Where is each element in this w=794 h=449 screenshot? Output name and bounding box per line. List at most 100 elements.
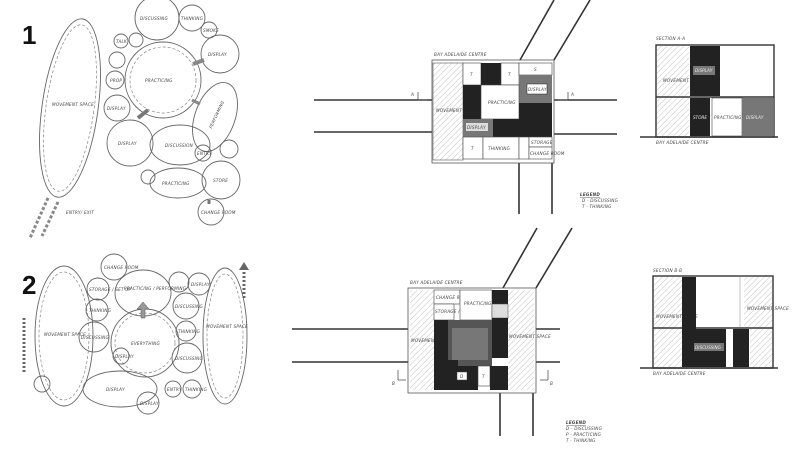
- svg-text:DISPLAY: DISPLAY: [695, 68, 713, 73]
- svg-text:PRACTICING: PRACTICING: [145, 78, 173, 83]
- svg-text:T - THINKING: T - THINKING: [582, 204, 612, 209]
- plan-title: BAY ADELAIDE CENTRE: [434, 52, 487, 57]
- bubble-display-right: [187, 272, 211, 296]
- bubble-display-low: [82, 370, 158, 408]
- svg-text:SMOKE: SMOKE: [203, 28, 219, 33]
- svg-text:THINKING: THINKING: [89, 308, 112, 313]
- svg-text:BAY ADELAIDE CENTRE: BAY ADELAIDE CENTRE: [653, 371, 706, 376]
- svg-text:D - DISCUSSING: D - DISCUSSING: [582, 198, 619, 203]
- bubble-thinking-right: [175, 320, 197, 342]
- bubble-entry: [194, 144, 212, 162]
- bubble-storage: [86, 277, 110, 301]
- svg-text:A: A: [410, 92, 414, 97]
- bubble-thinking: [85, 298, 109, 322]
- svg-text:MOVEMENT SPACE: MOVEMENT SPACE: [509, 334, 551, 339]
- label-movement: MOVEMENT SPACE: [52, 102, 94, 107]
- svg-text:T: T: [470, 72, 473, 77]
- label-entry-exit: ENTRY/ EXIT: [66, 210, 94, 215]
- svg-text:ENTRY: ENTRY: [197, 151, 212, 156]
- bubble-change-room: [100, 253, 128, 281]
- svg-text:D: D: [460, 374, 464, 379]
- bubble-display-top: [200, 34, 240, 74]
- svg-text:DISPLAY: DISPLAY: [115, 354, 134, 359]
- svg-text:THINKING: THINKING: [185, 387, 208, 392]
- svg-text:CHANGE ROOM: CHANGE ROOM: [530, 151, 565, 156]
- svg-text:P - PRACTICING: P - PRACTICING: [566, 432, 602, 437]
- svg-text:MOVEMENT SPACE: MOVEMENT SPACE: [663, 78, 705, 83]
- svg-text:A: A: [570, 92, 574, 97]
- svg-text:S: S: [534, 67, 537, 72]
- bubble-practicing-low: [149, 167, 207, 199]
- svg-text:MOVEMENT SPACE: MOVEMENT SPACE: [436, 108, 478, 113]
- svg-text:THINKING: THINKING: [181, 16, 204, 21]
- svg-text:DISCUSSING: DISCUSSING: [175, 304, 203, 309]
- bubble-display-left: [103, 94, 131, 122]
- bubble-thinking-bottom: [182, 379, 202, 399]
- svg-text:DISPLAY: DISPLAY: [746, 115, 764, 120]
- svg-text:MOVEMENT SPACE: MOVEMENT SPACE: [656, 314, 698, 319]
- svg-text:DISCUSSING: DISCUSSING: [81, 335, 109, 340]
- bubble-display: [112, 347, 130, 365]
- bubble-discussing-right: [172, 292, 200, 320]
- scheme-2-section: SECTION B-B MOVEMENT SPACE MOVEMENT SPAC…: [640, 268, 789, 376]
- section-title: SECTION A-A: [656, 36, 685, 41]
- svg-text:MOVEMENT SPACE: MOVEMENT SPACE: [206, 324, 248, 329]
- svg-text:DISPLAY: DISPLAY: [107, 106, 126, 111]
- bubble-prop: [105, 70, 125, 90]
- svg-text:DISCUSSING: DISCUSSING: [175, 356, 203, 361]
- svg-text:T - THINKING: T - THINKING: [566, 438, 596, 443]
- bubble-talk: [113, 33, 129, 49]
- svg-text:TALK: TALK: [116, 39, 128, 44]
- svg-text:THINKING: THINKING: [488, 146, 511, 151]
- svg-text:PRACTICING: PRACTICING: [464, 301, 492, 306]
- svg-text:PRACTICING: PRACTICING: [488, 100, 516, 105]
- bubble-practicing: [124, 41, 202, 119]
- svg-text:LEGEND: LEGEND: [580, 192, 600, 197]
- svg-text:CHANGE ROOM: CHANGE ROOM: [436, 295, 471, 300]
- svg-text:STORAGE / SET: STORAGE / SET: [435, 309, 470, 314]
- svg-text:THINKING: THINKING: [178, 329, 201, 334]
- svg-text:MOVEMENT SPACE: MOVEMENT SPACE: [747, 306, 789, 311]
- plan-title: BAY ADELAIDE CENTRE: [410, 280, 463, 285]
- svg-text:CHANGE ROOM: CHANGE ROOM: [104, 265, 139, 270]
- svg-text:ENTRY: ENTRY: [167, 387, 182, 392]
- svg-text:DISCUSSING: DISCUSSING: [695, 345, 722, 350]
- svg-text:DISCUSSION: DISCUSSION: [165, 143, 194, 148]
- svg-text:B: B: [550, 381, 553, 386]
- svg-text:PROP: PROP: [110, 78, 122, 83]
- svg-text:DISPLAY: DISPLAY: [191, 282, 210, 287]
- svg-text:CHANGE ROOM: CHANGE ROOM: [201, 210, 236, 215]
- svg-text:STORAGE: STORAGE: [531, 140, 553, 145]
- svg-text:T: T: [508, 72, 511, 77]
- scheme-1-section: SECTION A-A MOVEMENT SPACE DISPLAY STORE…: [640, 36, 778, 145]
- scheme-1-site-plan: BAY ADELAIDE CENTRE MOVEMENT SPACE T T S…: [314, 0, 619, 214]
- svg-text:T: T: [471, 146, 474, 151]
- bubble-discussion: [149, 124, 211, 166]
- svg-text:DISPLAY: DISPLAY: [140, 401, 159, 406]
- svg-text:BAY ADELAIDE CENTRE: BAY ADELAIDE CENTRE: [656, 140, 709, 145]
- bubble-store: [201, 160, 241, 200]
- scheme-number: 1: [22, 20, 36, 50]
- svg-text:PRACTICING / PERFORMING: PRACTICING / PERFORMING: [124, 286, 187, 291]
- svg-text:D - DISCUSSING: D - DISCUSSING: [566, 426, 603, 431]
- scheme-number: 2: [22, 270, 36, 300]
- svg-text:PERFORMING: PERFORMING: [208, 99, 225, 129]
- section-title: SECTION B-B: [653, 268, 682, 273]
- svg-text:DISPLAY: DISPLAY: [467, 125, 486, 130]
- bubble-movement-right: [202, 267, 248, 405]
- svg-text:DISCUSSING: DISCUSSING: [140, 16, 168, 21]
- svg-text:MOVEMENT SPACE: MOVEMENT SPACE: [44, 332, 86, 337]
- legend: LEGEND D - DISCUSSING T - THINKING: [580, 192, 619, 209]
- svg-text:PRACTICING: PRACTICING: [162, 181, 190, 186]
- bubble-change-room: [197, 198, 225, 226]
- scheme-1-bubble-diagram: 1 MOVEMENT SPACE DISCUSSING THINKING SMO…: [22, 0, 241, 239]
- bubble-thinking: [178, 4, 206, 32]
- svg-text:STORE: STORE: [693, 115, 707, 120]
- svg-text:PRACTICING: PRACTICING: [714, 115, 742, 120]
- svg-text:B: B: [392, 381, 395, 386]
- svg-text:DISPLAY: DISPLAY: [106, 387, 125, 392]
- bubble-movement-left: [34, 265, 94, 407]
- bubble-entry: [164, 380, 182, 398]
